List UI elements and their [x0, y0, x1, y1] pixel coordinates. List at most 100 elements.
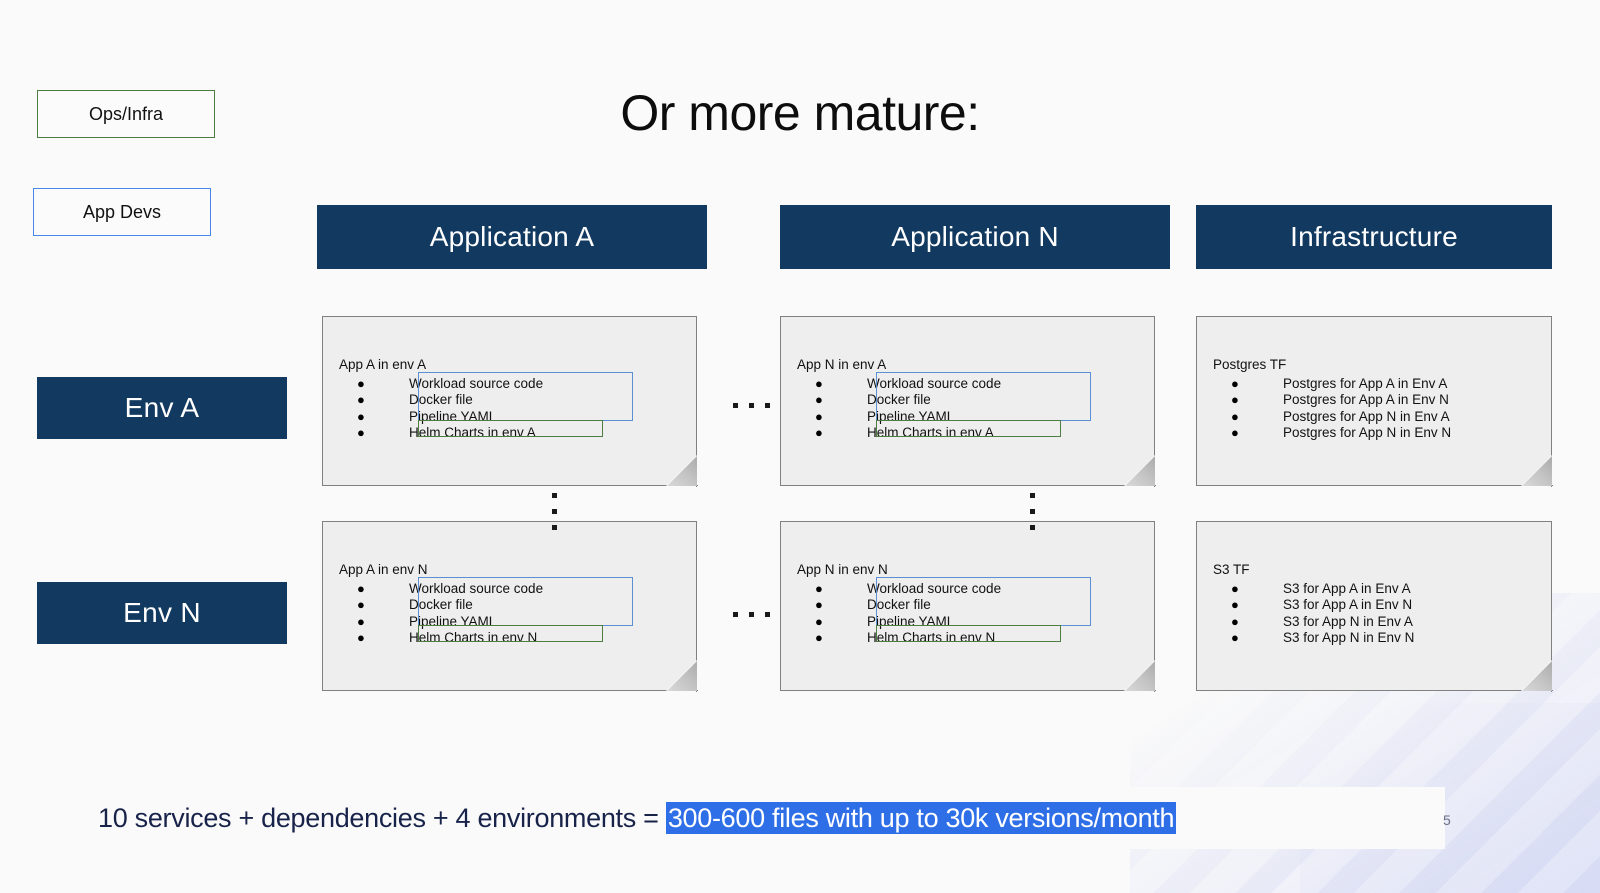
bullet-icon: ● [815, 613, 823, 629]
document-card-s3-tf: S3 TF ● S3 for App A in Env A ● S3 for A… [1196, 521, 1553, 692]
list-item: ● S3 for App N in Env A [1213, 613, 1414, 630]
list-item-label: Workload source code [867, 580, 1002, 596]
column-header-application-n: Application N [780, 205, 1170, 269]
list-item-label: S3 for App A in Env N [1283, 597, 1413, 612]
ellipsis-dot [749, 403, 754, 408]
document-card-app-a-env-a: App A in env A ● Workload source code ● … [322, 316, 698, 487]
list-item-label: Docker file [409, 597, 473, 612]
ellipsis-dot [1030, 493, 1035, 498]
bullet-icon: ● [815, 580, 823, 596]
card-bullet-list: ● Postgres for App A in Env A ● Postgres… [1213, 375, 1451, 441]
bullet-icon: ● [357, 375, 365, 391]
card-title: App A in env A [339, 357, 427, 372]
list-item: ● Helm Charts in env A [339, 425, 543, 442]
bullet-icon: ● [815, 597, 823, 613]
card-title: App A in env N [339, 562, 428, 577]
legend-ops-infra: Ops/Infra [37, 90, 215, 138]
document-card-app-n-env-n: App N in env N ● Workload source code ● … [780, 521, 1156, 692]
list-item: ● Postgres for App A in Env N [1213, 392, 1451, 409]
bullet-icon: ● [1231, 630, 1239, 646]
list-item-label: Docker file [409, 392, 473, 407]
ellipsis-dot [749, 612, 754, 617]
legend-ops-infra-label: Ops/Infra [88, 103, 164, 124]
page-title: Or more mature: [620, 85, 980, 141]
card-bullet-list: ● Workload source code ● Docker file ● P… [339, 375, 543, 441]
ellipsis-dot [1030, 509, 1035, 514]
list-item: ● Docker file [797, 597, 1001, 614]
list-item: ● S3 for App N in Env N [1213, 630, 1414, 647]
list-item-label: Docker file [867, 392, 931, 407]
ellipsis-dot [1030, 525, 1035, 530]
list-item: ● Workload source code [797, 375, 1001, 392]
vertical-ellipsis-column-a [552, 493, 557, 530]
card-bullet-list: ● Workload source code ● Docker file ● P… [797, 375, 1001, 441]
list-item: ● Helm Charts in env N [797, 630, 1001, 647]
bullet-icon: ● [1231, 392, 1239, 408]
list-item: ● Pipeline YAML [797, 613, 1001, 630]
list-item-label: Workload source code [409, 375, 544, 391]
list-item-label: S3 for App N in Env A [1283, 613, 1413, 629]
list-item: ● Postgres for App N in Env N [1213, 425, 1451, 442]
list-item: ● Pipeline YAML [339, 408, 543, 425]
document-card-app-a-env-n: App A in env N ● Workload source code ● … [322, 521, 698, 692]
bullet-icon: ● [357, 580, 365, 596]
list-item-label: Postgres for App A in Env N [1283, 392, 1449, 407]
bullet-icon: ● [815, 375, 823, 391]
ellipsis-dot [733, 612, 738, 617]
list-item-label: Docker file [867, 597, 931, 612]
page-number: 5 [1443, 812, 1451, 828]
bullet-icon: ● [815, 408, 823, 424]
list-item: ● Docker file [339, 597, 543, 614]
bullet-icon: ● [357, 408, 365, 424]
list-item-label: Helm Charts in env N [409, 630, 538, 645]
list-item-label: Pipeline YAML [409, 408, 497, 424]
bullet-icon: ● [357, 630, 365, 646]
list-item: ● Workload source code [339, 375, 543, 392]
env-label-env-a-text: Env A [124, 392, 200, 423]
list-item: ● Postgres for App A in Env A [1213, 375, 1451, 392]
column-header-application-a: Application A [317, 205, 707, 269]
bullet-icon: ● [1231, 408, 1239, 424]
bullet-icon: ● [815, 392, 823, 408]
list-item: ● Workload source code [797, 580, 1001, 597]
list-item: ● S3 for App A in Env A [1213, 580, 1414, 597]
column-header-infrastructure-label: Infrastructure [1290, 221, 1458, 252]
bullet-icon: ● [1231, 375, 1239, 391]
bullet-icon: ● [1231, 425, 1239, 441]
bullet-icon: ● [1231, 613, 1239, 629]
vertical-ellipsis-column-n [1030, 493, 1035, 530]
card-bullet-list: ● S3 for App A in Env A ● S3 for App A i… [1213, 580, 1414, 646]
card-bullet-list: ● Workload source code ● Docker file ● P… [797, 580, 1001, 646]
ellipsis-dot [552, 493, 557, 498]
legend-app-devs: App Devs [33, 188, 211, 236]
env-label-env-n: Env N [37, 582, 287, 644]
list-item-label: Helm Charts in env N [867, 630, 996, 645]
bullet-icon: ● [357, 613, 365, 629]
bullet-icon: ● [815, 425, 823, 441]
column-header-application-n-label: Application N [891, 221, 1059, 252]
list-item-label: Helm Charts in env A [409, 425, 536, 440]
list-item-label: S3 for App N in Env N [1283, 630, 1415, 645]
list-item-label: Pipeline YAML [867, 613, 955, 629]
summary-text: 10 services + dependencies + 4 environme… [98, 801, 1177, 834]
bullet-icon: ● [357, 597, 365, 613]
card-title: App N in env A [797, 357, 887, 372]
column-header-infrastructure: Infrastructure [1196, 205, 1552, 269]
env-label-env-n-text: Env N [123, 597, 201, 628]
document-card-app-n-env-a: App N in env A ● Workload source code ● … [780, 316, 1156, 487]
horizontal-ellipsis-row-n [733, 612, 770, 617]
ellipsis-dot [733, 403, 738, 408]
column-header-application-a-label: Application A [429, 221, 595, 252]
card-title: App N in env N [797, 562, 888, 577]
ellipsis-dot [765, 403, 770, 408]
card-title: Postgres TF [1213, 357, 1287, 372]
list-item-label: Postgres for App A in Env A [1283, 375, 1448, 391]
summary-bar: 10 services + dependencies + 4 environme… [82, 787, 1445, 849]
list-item: ● Docker file [797, 392, 1001, 409]
horizontal-ellipsis-row-a [733, 403, 770, 408]
list-item: ● S3 for App A in Env N [1213, 597, 1414, 614]
list-item-label: S3 for App A in Env A [1283, 580, 1411, 596]
list-item: ● Helm Charts in env N [339, 630, 543, 647]
document-card-postgres-tf: Postgres TF ● Postgres for App A in Env … [1196, 316, 1553, 487]
